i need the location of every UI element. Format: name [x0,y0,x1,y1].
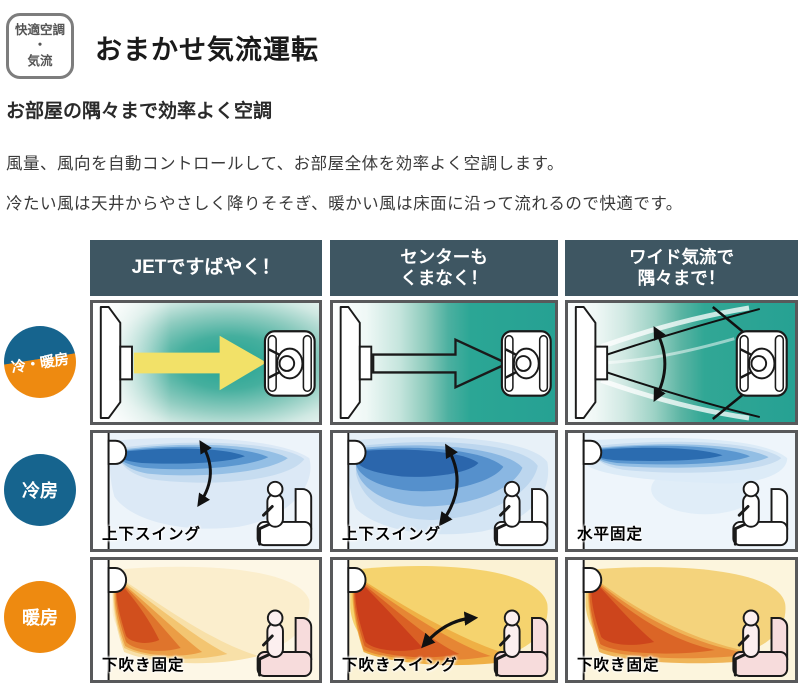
cell-coolheat-center [330,300,558,425]
swing-arrow-icon [197,440,212,507]
airflow-diagram-heating-swing [333,560,555,680]
column-header-center: センターも くまなく！ [330,240,558,296]
row-badge-heating: 暖房 [4,581,76,653]
swing-arrow-icon [438,443,459,527]
cell-cooling-wide: 水平固定 [565,430,798,552]
center-arrow-icon [372,337,510,390]
page-title: おまかせ気流運転 [95,35,319,65]
airflow-diagram-heating-fixed-wide [568,560,795,680]
column-header-wide: ワイド気流で 隅々まで！ [565,240,798,296]
airflow-mode-caption: 下吹きスイング [342,657,458,674]
airflow-diagram-cooling-swing [93,433,319,549]
column-header-jet: JETですばやく！ [90,240,322,296]
body-line-2: 冷たい風は天井からやさしく降りそそぎ、暖かい風は床面に沿って流れるので快適です。 [6,195,683,213]
airflow-diagram-heating-fixed [93,560,319,680]
airflow-diagram-center-topview [333,303,555,422]
row-badge-cool-heat: 冷・暖房 [4,326,76,398]
person-top-icon [735,330,788,397]
wide-flow-line-bottom [606,371,761,419]
cell-coolheat-wide [565,300,798,425]
airflow-mode-caption: 下吹き固定 [577,657,660,674]
airflow-diagram-cooling-horizontal [568,433,795,549]
airflow-mode-caption: 水平固定 [577,526,644,543]
swing-arrow-icon [653,326,667,402]
airflow-mode-caption: 下吹き固定 [102,657,185,674]
swing-arrow-icon [421,611,479,649]
cell-heating-wide: 下吹き固定 [565,557,798,683]
airflow-diagram-cooling-swing-wide [333,433,555,549]
person-top-icon [500,330,552,397]
row-badge-cooling: 冷房 [4,454,76,526]
airflow-diagram-wide-topview [568,303,795,422]
body-line-1: 風量、風向を自動コントロールして、お部屋全体を効率よく空調します。 [6,155,565,173]
airflow-mode-caption: 上下スイング [342,526,442,543]
category-badge: 快適空調 ・ 気流 [6,13,74,79]
cell-coolheat-jet [90,300,322,425]
cell-cooling-jet: 上下スイング [90,430,322,552]
airflow-diagram-jet-topview [93,303,319,422]
cell-heating-center: 下吹きスイング [330,557,558,683]
person-top-icon [263,330,316,397]
cell-cooling-center: 上下スイング [330,430,558,552]
wide-flow-line-top [606,307,761,356]
subtitle: お部屋の隅々まで効率よく空調 [6,101,273,122]
cell-heating-jet: 下吹き固定 [90,557,322,683]
jet-arrow-icon [133,335,267,391]
airflow-mode-caption: 上下スイング [102,526,202,543]
